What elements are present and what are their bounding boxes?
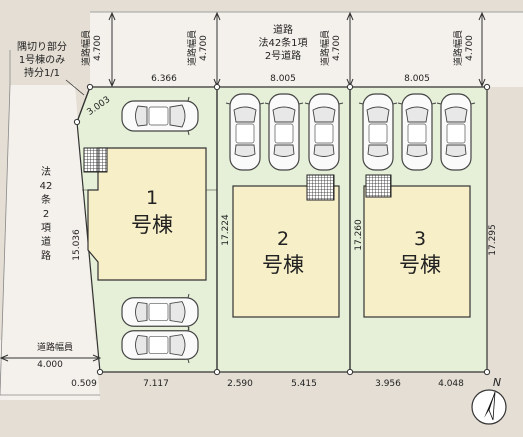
dim-vertical-1: 15.036 <box>72 229 82 261</box>
top-road-name-line2: 法42条1項 <box>258 36 307 49</box>
car-parking-2c <box>304 93 344 171</box>
dim-vertical-3: 17.260 <box>354 219 364 251</box>
svg-text:1号棟のみ: 1号棟のみ <box>19 53 65 66</box>
svg-text:路: 路 <box>41 249 51 262</box>
dim-bottom-1: 0.509 <box>71 379 97 389</box>
svg-text:法: 法 <box>41 165 51 178</box>
svg-text:道: 道 <box>41 235 51 248</box>
left-road-name: 法 42 条 2 項 道 路 <box>40 165 53 262</box>
svg-text:4.700: 4.700 <box>332 35 342 61</box>
top-width-arrows <box>108 11 486 88</box>
building-1 <box>87 147 207 281</box>
survey-points <box>73 83 491 376</box>
top-road-name-line1: 道路 <box>273 23 293 36</box>
svg-text:4.700: 4.700 <box>199 35 209 61</box>
top-road-name: 道路 法42条1項 2号道路 <box>258 23 307 62</box>
svg-text:4.700: 4.700 <box>465 35 475 61</box>
top-road <box>90 12 523 87</box>
car-parking-2a <box>225 93 265 171</box>
dim-bottom-5: 3.956 <box>375 379 401 389</box>
left-road <box>0 85 100 400</box>
car-parking-1b <box>122 294 198 330</box>
svg-text:持分1/1: 持分1/1 <box>24 66 60 79</box>
svg-text:道路幅員: 道路幅員 <box>186 30 198 66</box>
svg-text:道路幅員: 道路幅員 <box>37 341 73 353</box>
svg-text:42: 42 <box>40 181 53 192</box>
lot-1-suffix: 号棟 <box>131 213 173 237</box>
lot-2-number: 2 <box>277 228 289 250</box>
compass-label: N <box>493 376 501 389</box>
car-parking-1c <box>122 327 198 363</box>
lot-1-number: 1 <box>146 187 158 209</box>
car-parking-2b <box>264 93 304 171</box>
car-parking-1a <box>122 97 198 135</box>
entrance-grid-3 <box>365 174 392 198</box>
corner-cut-note: 隅切り部分 1号棟のみ 持分1/1 <box>17 40 67 79</box>
building-3 <box>363 185 471 318</box>
dim-vertical-4: 17.295 <box>488 224 498 256</box>
lot-3-number: 3 <box>414 228 426 250</box>
dim-bottom-6: 4.048 <box>438 379 464 389</box>
svg-text:4.700: 4.700 <box>93 35 103 61</box>
dim-bottom-4: 5.415 <box>291 379 317 389</box>
car-parking-3c <box>436 93 476 171</box>
entrance-grid-1 <box>83 147 99 173</box>
svg-text:項: 項 <box>41 222 51 234</box>
entrance-grid-2 <box>306 174 335 201</box>
svg-text:条: 条 <box>41 193 51 206</box>
dim-bottom-2: 7.117 <box>143 379 169 389</box>
svg-text:2: 2 <box>43 209 49 220</box>
dim-top-1: 6.366 <box>151 74 177 84</box>
north-compass-icon: N <box>471 376 507 425</box>
building-2 <box>232 185 340 318</box>
svg-text:4.000: 4.000 <box>37 360 63 370</box>
dim-vertical-2: 17.224 <box>221 214 231 246</box>
lot-2-suffix: 号棟 <box>262 253 304 277</box>
lot-3-suffix: 号棟 <box>399 253 441 277</box>
left-width-arrow <box>0 354 102 362</box>
car-parking-3b <box>397 93 437 171</box>
dim-bottom-3: 2.590 <box>227 379 253 389</box>
dim-top-3: 8.005 <box>404 74 430 84</box>
svg-text:道路幅員: 道路幅員 <box>80 30 92 66</box>
top-road-name-line3: 2号道路 <box>265 49 301 62</box>
dim-top-2: 8.005 <box>270 74 296 84</box>
svg-text:道路幅員: 道路幅員 <box>452 30 464 66</box>
svg-text:隅切り部分: 隅切り部分 <box>17 40 67 53</box>
car-parking-3a <box>358 93 398 171</box>
svg-text:道路幅員: 道路幅員 <box>319 30 331 66</box>
left-road-width: 道路幅員 4.000 <box>37 341 73 370</box>
